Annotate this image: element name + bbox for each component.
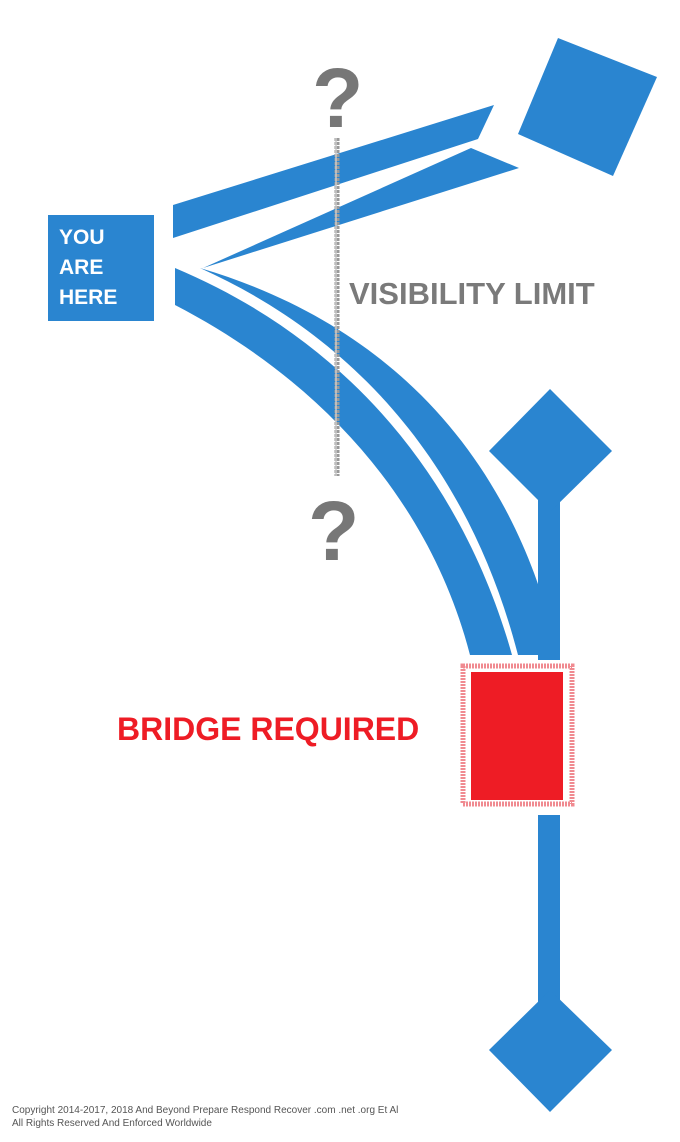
bridge-block [471,672,563,800]
copyright-notice: Copyright 2014-2017, 2018 And Beyond Pre… [12,1104,398,1130]
curved-path-band-outer [175,268,512,655]
upper-destination-diamond [518,38,657,176]
upper-path-band-top [173,105,494,238]
copyright-line-2: All Rights Reserved And Enforced Worldwi… [12,1118,212,1129]
you-are-here-line-2: ARE [59,256,103,279]
you-are-here-line-1: YOU [59,226,105,249]
bridge-required-label: BRIDGE REQUIRED [117,711,419,747]
upper-path-band-bottom [203,148,519,268]
copyright-line-1: Copyright 2014-2017, 2018 And Beyond Pre… [12,1105,399,1116]
visibility-limit-bottom-question: ? [308,484,359,578]
lower-destination-diamond [489,990,612,1112]
right-spur-diamond [489,389,612,512]
right-spur-stem [538,480,560,660]
you-are-here-line-3: HERE [59,286,117,309]
bridge-glow [460,663,575,807]
you-are-here-box [48,215,154,321]
curved-path-band-inner [200,268,558,655]
visibility-limit-label: VISIBILITY LIMIT [349,276,595,311]
visibility-limit-top-question: ? [312,51,363,145]
lower-path-stem [538,815,560,1035]
